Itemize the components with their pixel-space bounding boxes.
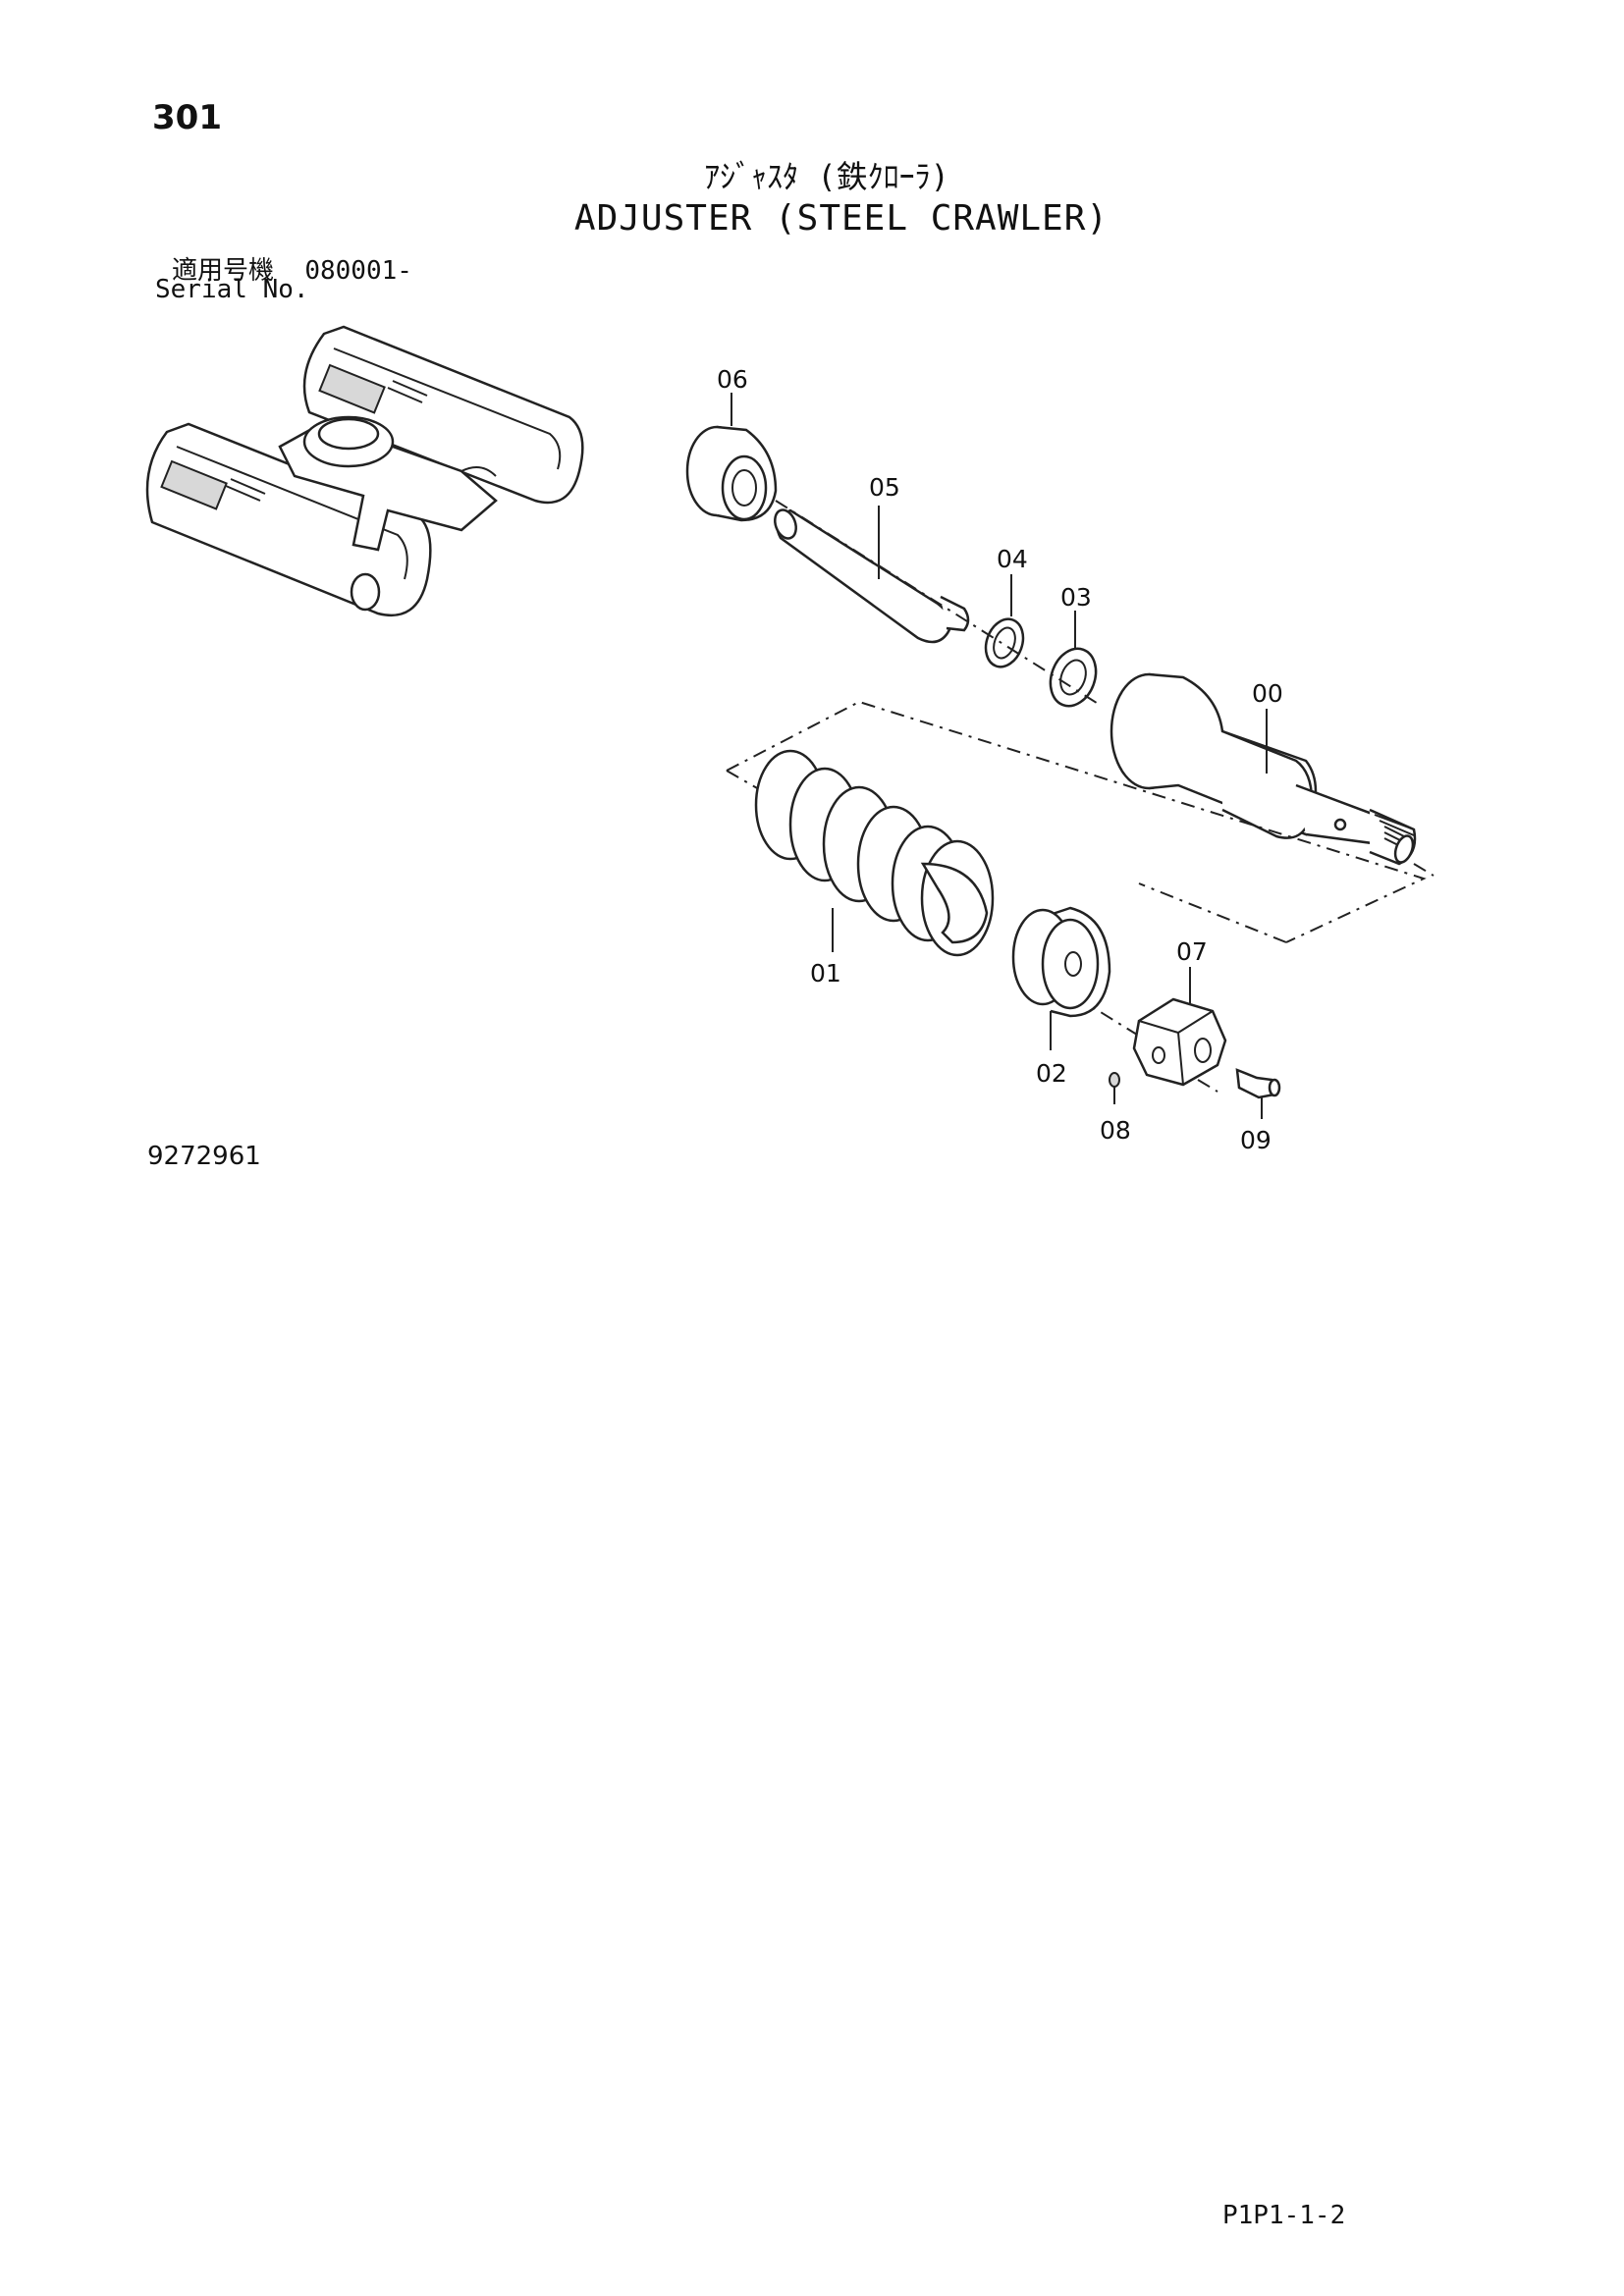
crawler-undercarriage-illustration (145, 325, 584, 616)
part-00-adjuster-cylinder (1110, 672, 1417, 866)
label-part-09: 09 (1240, 1126, 1272, 1154)
part-06-bracket (685, 393, 778, 522)
title-english: ADJUSTER (STEEL CRAWLER) (573, 198, 1110, 239)
axis-line-upper (775, 500, 1101, 706)
label-part-05: 05 (869, 473, 900, 502)
part-03-ring (1049, 611, 1098, 708)
serial-label-english: Serial No. (155, 275, 309, 304)
axis-line-rod-end (1413, 863, 1435, 877)
sheet-code: P1P1-1-2 (1222, 2201, 1346, 2230)
part-01-spring (754, 749, 995, 957)
part-04-ring (984, 574, 1025, 668)
label-part-06: 06 (717, 365, 748, 394)
part-05-rod (774, 506, 970, 644)
page-number: 301 (152, 98, 222, 137)
label-part-08: 08 (1100, 1116, 1131, 1145)
serial-value: 080001- (304, 256, 412, 286)
part-02-bracket (1011, 906, 1111, 1050)
label-part-07: 07 (1176, 937, 1208, 966)
label-part-04: 04 (997, 545, 1028, 573)
part-08-plug (1109, 1072, 1120, 1104)
label-part-00: 00 (1252, 679, 1283, 708)
label-part-02: 02 (1036, 1059, 1067, 1088)
part-09-grease-fitting (1235, 1068, 1281, 1119)
label-part-03: 03 (1060, 583, 1092, 612)
serial-range-japanese: 適用号機 080001- (172, 250, 412, 287)
label-part-01: 01 (810, 959, 841, 988)
drawing-number: 9272961 (147, 1142, 261, 1171)
serial-label-jp: 適用号機 (172, 256, 275, 286)
title-japanese: ｱｼﾞｬｽﾀ (鉄ｸﾛｰﾗ) (704, 158, 949, 195)
assembly-bracket-right (1138, 882, 1287, 943)
part-07-valve-body (1132, 967, 1227, 1087)
